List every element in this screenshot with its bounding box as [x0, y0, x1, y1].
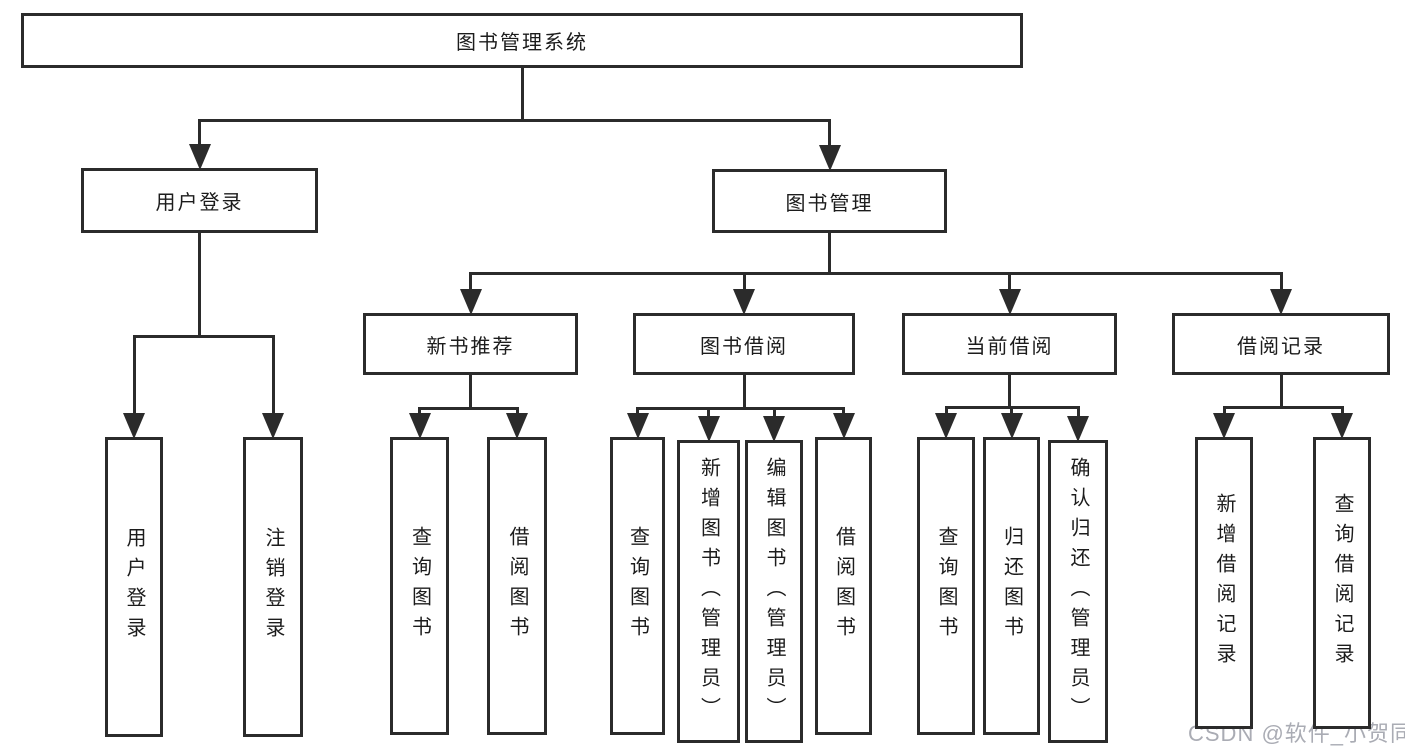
arrowhead-down-icon: [733, 289, 755, 315]
connector-line: [1222, 405, 1344, 409]
node-label: 图书管理系统: [456, 32, 588, 54]
connector-line: [1279, 273, 1283, 291]
node-leaf-nb-query: 查询图书: [390, 437, 449, 735]
node-label: 新增图书（管理员）: [697, 456, 720, 727]
arrowhead-down-icon: [818, 145, 841, 171]
node-leaf-br-add: 新增借阅记录: [1195, 437, 1253, 729]
node-label: 用户登录: [155, 192, 244, 214]
node-label: 查询借阅记录: [1331, 493, 1353, 673]
connector-line: [944, 407, 948, 415]
node-leaf-cb-query: 查询图书: [917, 437, 975, 735]
node-label: 查询图书: [408, 526, 431, 646]
connector-line: [1010, 407, 1013, 415]
node-label: 新增借阅记录: [1213, 493, 1235, 673]
node-user-login: 用户登录: [81, 168, 318, 233]
arrowhead-down-icon: [1067, 416, 1089, 442]
arrowhead-down-icon: [188, 144, 211, 170]
connector-line: [1222, 407, 1226, 415]
node-label: 编辑图书（管理员）: [763, 456, 785, 727]
node-label: 图书借阅: [700, 335, 788, 358]
node-leaf-bb-edit: 编辑图书（管理员）: [745, 440, 803, 743]
connector-line: [198, 118, 831, 122]
arrowhead-down-icon: [832, 413, 855, 439]
connector-line: [469, 375, 472, 408]
connector-line: [198, 233, 201, 336]
connector-line: [772, 408, 776, 418]
connector-line: [1279, 375, 1283, 407]
connector-line: [1076, 407, 1080, 418]
connector-line: [636, 406, 845, 410]
connector-line: [742, 273, 746, 291]
connector-line: [132, 334, 275, 338]
arrowhead-down-icon: [1000, 413, 1023, 439]
connector-line: [418, 406, 519, 410]
connector-line: [132, 336, 136, 415]
arrowhead-down-icon: [1213, 413, 1235, 439]
connector-line: [842, 408, 845, 415]
node-label: 图书管理: [785, 192, 874, 215]
connector-line: [707, 408, 710, 418]
node-label: 查询图书: [626, 526, 649, 646]
node-leaf-br-query: 查询借阅记录: [1313, 437, 1371, 729]
node-label: 归还图书: [1000, 526, 1023, 646]
node-label: 当前借阅: [965, 335, 1054, 358]
arrowhead-down-icon: [697, 416, 720, 442]
arrowhead-down-icon: [1331, 413, 1353, 439]
arrowhead-down-icon: [935, 413, 957, 439]
arrowhead-down-icon: [459, 289, 482, 315]
node-label: 查询图书: [935, 526, 957, 646]
node-label: 借阅图书: [832, 526, 855, 646]
node-leaf-bb-query: 查询图书: [610, 437, 665, 735]
connector-line: [418, 408, 421, 415]
node-label: 借阅记录: [1237, 335, 1325, 358]
arrowhead-down-icon: [506, 413, 528, 439]
node-leaf-bb-add: 新增图书（管理员）: [677, 440, 740, 743]
node-leaf-bb-borrow: 借阅图书: [815, 437, 872, 735]
node-leaf-cb-confirm: 确认归还（管理员）: [1048, 440, 1108, 743]
connector-line: [1340, 407, 1344, 415]
connector-line: [469, 273, 472, 291]
connector-line: [469, 271, 1283, 275]
node-label: 用户登录: [123, 527, 145, 647]
node-borrow-record: 借阅记录: [1172, 313, 1390, 375]
node-leaf-cb-return: 归还图书: [983, 437, 1040, 735]
connector-line: [1008, 375, 1011, 407]
connector-line: [828, 120, 831, 147]
arrowhead-down-icon: [998, 289, 1021, 315]
connector-line: [828, 233, 831, 273]
node-current-borrow: 当前借阅: [902, 313, 1117, 375]
node-label: 注销登录: [262, 527, 284, 647]
node-root: 图书管理系统: [21, 13, 1023, 68]
node-leaf-nb-borrow: 借阅图书: [487, 437, 547, 735]
arrowhead-down-icon: [408, 413, 431, 439]
arrowhead-down-icon: [123, 413, 145, 439]
connector-line: [198, 120, 201, 146]
connector-line: [520, 68, 524, 120]
arrowhead-down-icon: [1270, 289, 1292, 315]
node-leaf-logout: 注销登录: [243, 437, 303, 737]
connector-line: [1008, 273, 1011, 291]
node-label: 借阅图书: [506, 526, 528, 646]
connector-line: [515, 408, 519, 415]
node-new-book: 新书推荐: [363, 313, 578, 375]
node-book-mgmt: 图书管理: [712, 169, 947, 233]
node-book-borrow: 图书借阅: [633, 313, 855, 375]
node-leaf-login: 用户登录: [105, 437, 163, 737]
arrowhead-down-icon: [626, 413, 649, 439]
arrowhead-down-icon: [262, 413, 284, 439]
connector-line: [271, 336, 275, 415]
connector-line: [742, 375, 746, 408]
arrowhead-down-icon: [763, 416, 785, 442]
node-label: 新书推荐: [426, 335, 515, 358]
node-label: 确认归还（管理员）: [1067, 456, 1089, 727]
connector-line: [636, 408, 639, 415]
